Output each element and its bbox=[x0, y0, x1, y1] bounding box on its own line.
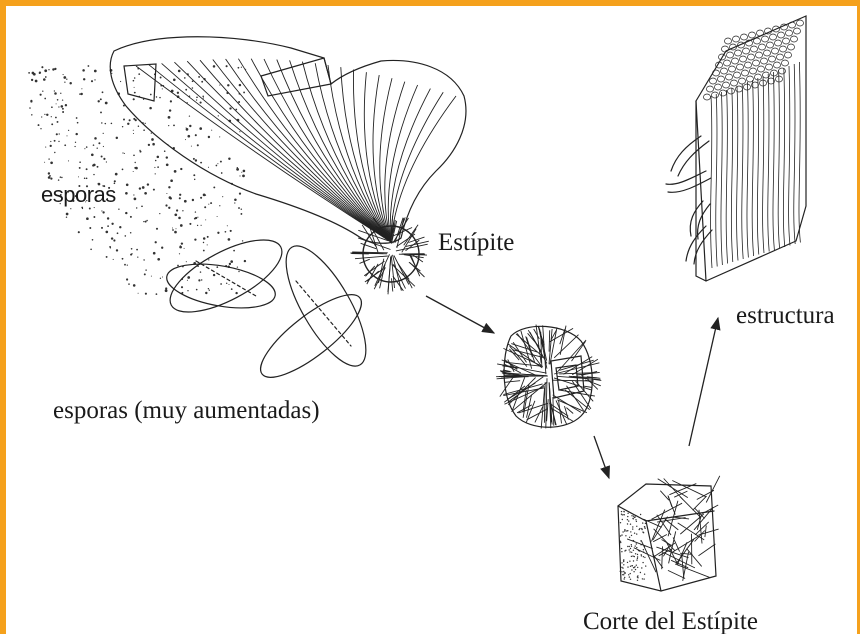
stem-base bbox=[350, 216, 428, 294]
label-estructura: estructura bbox=[736, 303, 835, 328]
mushroom-cap-illustration bbox=[110, 37, 466, 295]
stem-cut-block bbox=[618, 476, 720, 591]
label-estipite: Estípite bbox=[438, 230, 514, 255]
arrow-stipe-to-section bbox=[426, 296, 494, 333]
label-esporas-aumentadas: esporas (muy aumentadas) bbox=[53, 398, 320, 423]
arrow-section-to-cut bbox=[594, 436, 609, 478]
arrow-cut-to-structure bbox=[689, 318, 718, 446]
diagram-artwork bbox=[6, 6, 860, 634]
magnified-spores bbox=[160, 226, 381, 390]
label-corte-estipite: Corte del Estípite bbox=[583, 609, 758, 634]
stem-section-magnified bbox=[496, 325, 601, 429]
label-esporas: esporas bbox=[41, 184, 116, 206]
fiber-structure-illustration bbox=[666, 16, 806, 281]
